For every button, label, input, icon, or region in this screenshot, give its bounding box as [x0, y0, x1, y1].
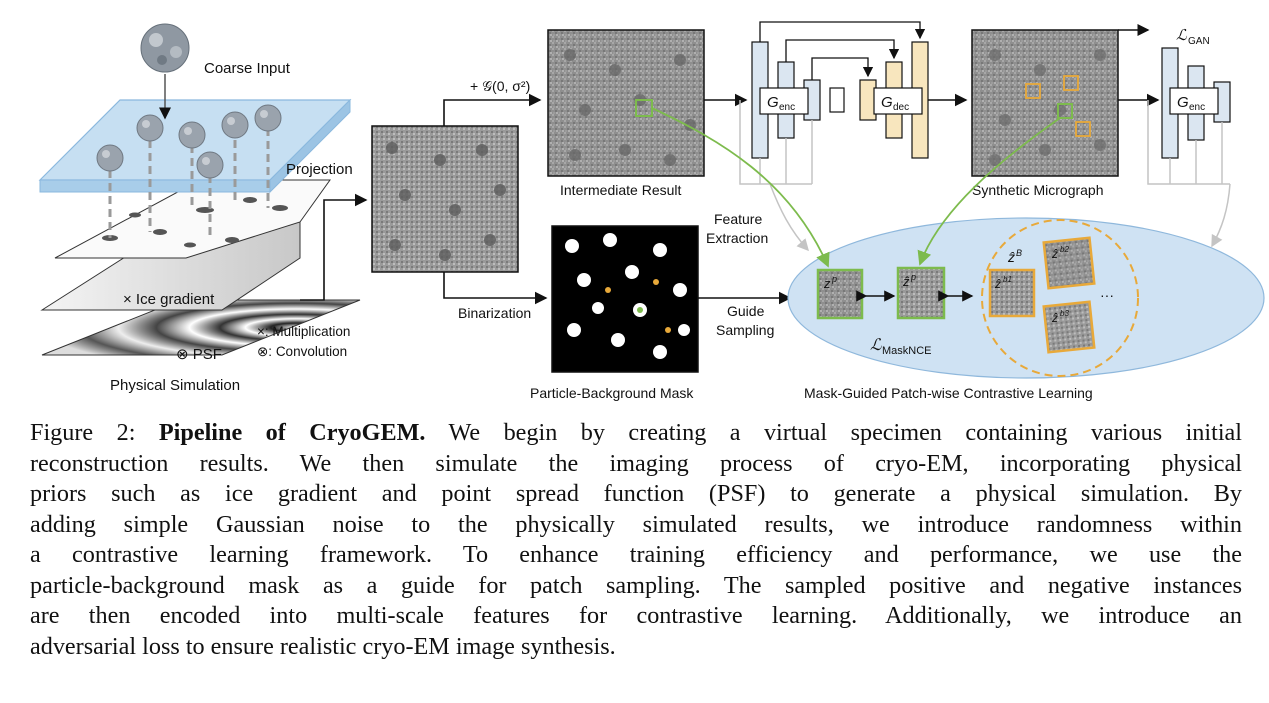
- feature-extraction-label-2: Extraction: [706, 230, 768, 246]
- generator-dec-symbol: G: [881, 94, 893, 111]
- intermediate-result-label: Intermediate Result: [560, 182, 682, 198]
- encoder2-symbol: G: [1177, 94, 1189, 111]
- loss-masknce-symbol: ℒ: [870, 337, 882, 354]
- caption-line-2: reconstruction results. We then simulate…: [30, 449, 1242, 477]
- caption-line-4: adding simple Gaussian noise to the phys…: [30, 510, 1242, 538]
- patch-zp-sup: p: [831, 274, 837, 284]
- patch-neg-3-sup: b3: [1060, 309, 1069, 318]
- patch-neg-2: [1042, 236, 1096, 290]
- patch-neg-1-label: ẑ: [994, 277, 1001, 291]
- zhat-b-sup: B: [1016, 248, 1022, 258]
- coarse-input-label: Coarse Input: [204, 60, 291, 77]
- generator-enc-symbol: G: [767, 94, 779, 111]
- caption-line-8: adversarial loss to ensure realistic cry…: [30, 632, 616, 660]
- generator-network: G enc G dec: [751, 21, 929, 159]
- noise-label: + 𝒢(0, σ²): [470, 78, 530, 94]
- projection-label: Projection: [286, 161, 353, 178]
- particle-mask-label: Particle-Background Mask: [530, 385, 694, 401]
- psf-layer: [41, 299, 361, 356]
- patch-zhat-p-sup: p: [910, 272, 916, 282]
- psf-label: ⊗ PSF: [176, 346, 222, 363]
- ice-gradient-label: × Ice gradient: [123, 291, 215, 308]
- patch-neg-3-label: ẑ: [1051, 311, 1058, 325]
- caption-line-7: are then encoded into multi-scale featur…: [30, 602, 1242, 629]
- caption-text-1: We begin by creating a virtual specimen …: [425, 419, 1243, 446]
- negative-set-circle: [981, 219, 1139, 377]
- caption-bold-title: Pipeline of CryoGEM.: [158, 419, 426, 446]
- caption-line-5: a contrastive learning framework. To enh…: [30, 541, 1242, 568]
- negatives-ellipsis: ···: [1100, 287, 1114, 303]
- physical-simulation-group: Coarse Input Projection × Ice gradient ⊗…: [38, 23, 361, 394]
- caption-line-3: priors such as ice gradient and point sp…: [30, 480, 1242, 507]
- synthetic-micrograph-label: Synthetic Micrograph: [972, 182, 1104, 198]
- protein-blobs: [96, 104, 282, 179]
- patch-neg-1: [988, 268, 1036, 318]
- zhat-b-label: ẑ: [1007, 249, 1015, 265]
- physical-simulation-title: Physical Simulation: [110, 377, 240, 394]
- caption-label: Figure 2:: [30, 419, 159, 446]
- patch-zhat-p-label: ẑ: [902, 274, 910, 289]
- patch-neg-2-label: ẑ: [1051, 247, 1058, 261]
- figure-caption: Figure 2: Pipeline of CryoGEM. We begin …: [30, 418, 1242, 662]
- convolution-legend: ⊗: Convolution: [257, 344, 347, 359]
- generator-enc-label: enc: [779, 102, 795, 113]
- patch-neg-3: [1042, 300, 1096, 354]
- contrastive-title: Mask-Guided Patch-wise Contrastive Learn…: [804, 385, 1093, 401]
- multiplication-legend: ×: Multiplication: [257, 324, 350, 339]
- caption-line-6: particle-background mask as a guide for …: [30, 571, 1242, 599]
- projection-layer: [54, 179, 331, 259]
- guide-label-2: Sampling: [716, 322, 774, 338]
- patch-neg-2-sup: b2: [1060, 245, 1069, 254]
- pipeline-figure: Coarse Input Projection × Ice gradient ⊗…: [38, 21, 1265, 401]
- guide-label-1: Guide: [727, 303, 765, 319]
- patch-zp-label: z: [823, 276, 831, 291]
- caption-line-1: Figure 2: Pipeline of CryoGEM. We begin …: [30, 418, 1242, 449]
- feature-extraction-label-1: Feature: [714, 211, 762, 227]
- coarse-input-protein: [140, 23, 190, 73]
- encoder2-label: enc: [1189, 102, 1205, 113]
- patch-neg-1-sup: b1: [1003, 275, 1012, 284]
- binarization-label: Binarization: [458, 305, 531, 321]
- loss-masknce-sub: MaskNCE: [882, 345, 932, 357]
- loss-gan-symbol: ℒ: [1176, 27, 1188, 44]
- loss-gan-sub: GAN: [1188, 36, 1210, 47]
- generator-dec-label: dec: [893, 102, 909, 113]
